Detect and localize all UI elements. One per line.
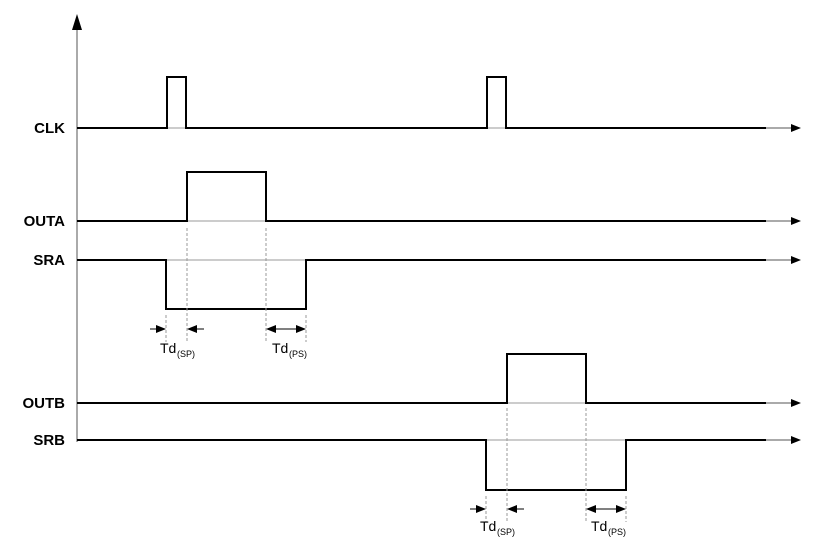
- waveform-clk: [77, 76, 801, 132]
- td-label-sp-a: Td (SP): [160, 340, 195, 359]
- td-label-ps-a: Td (PS): [272, 340, 307, 359]
- waveform-sra: [77, 256, 801, 310]
- signal-label-clk: CLK: [34, 120, 65, 137]
- td-label-ps-b: Td (PS): [591, 518, 626, 537]
- guide-lines-b: [485, 408, 627, 522]
- svg-text:(PS): (PS): [608, 527, 626, 537]
- waveform-outa: [77, 171, 801, 225]
- vertical-axis: [72, 14, 82, 442]
- td-label-sp-b: Td (SP): [480, 518, 515, 537]
- guide-lines-a: [165, 228, 307, 342]
- svg-text:Td: Td: [160, 340, 176, 356]
- signal-label-outa: OUTA: [24, 213, 66, 230]
- svg-text:(SP): (SP): [497, 527, 515, 537]
- svg-text:Td: Td: [480, 518, 496, 534]
- signal-label-srb: SRB: [33, 432, 65, 449]
- signal-label-outb: OUTB: [23, 395, 66, 412]
- signal-label-sra: SRA: [33, 252, 65, 269]
- svg-text:Td: Td: [272, 340, 288, 356]
- waveform-outb: [77, 353, 801, 407]
- waveform-srb: [77, 436, 801, 491]
- svg-text:(SP): (SP): [177, 349, 195, 359]
- axis-arrow-up-icon: [72, 14, 82, 30]
- svg-text:(PS): (PS): [289, 349, 307, 359]
- svg-text:Td: Td: [591, 518, 607, 534]
